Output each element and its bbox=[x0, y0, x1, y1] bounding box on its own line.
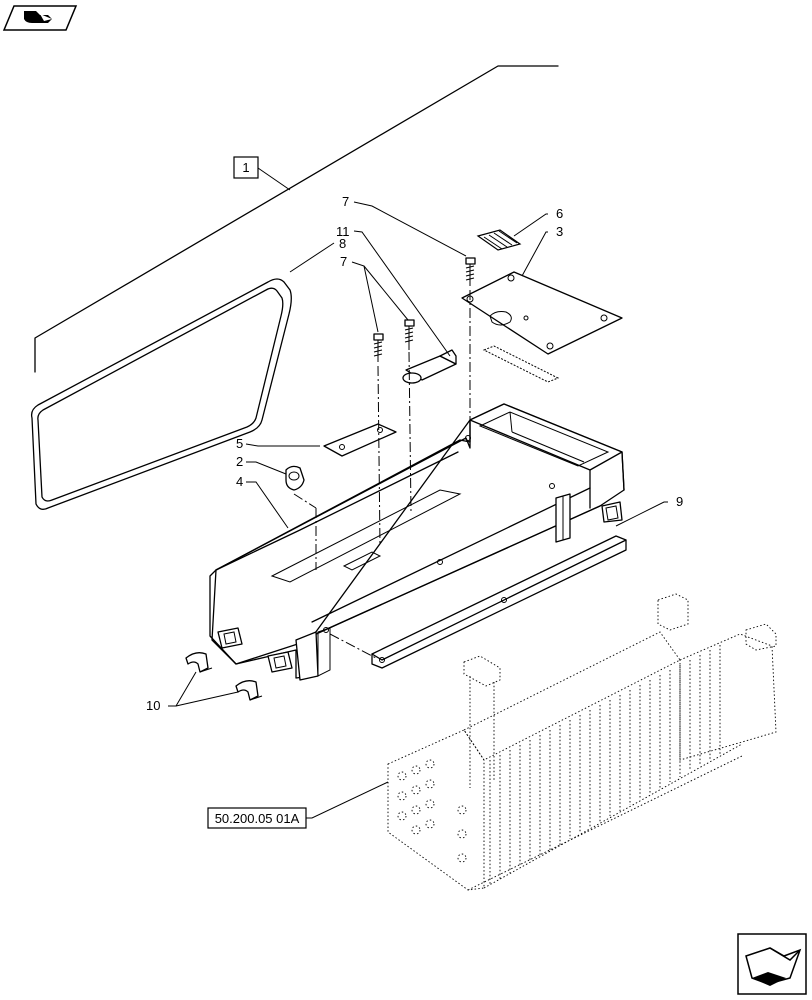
callout-10: 10 bbox=[146, 698, 160, 713]
callout-5: 5 bbox=[236, 436, 243, 451]
callout-11: 11 bbox=[336, 224, 350, 239]
heater-tube-holes bbox=[397, 759, 467, 863]
next-page-arrow-icon[interactable] bbox=[737, 933, 807, 995]
foam-strip bbox=[482, 345, 560, 383]
label-plate bbox=[476, 229, 522, 251]
window-seal bbox=[30, 278, 292, 510]
heater-core bbox=[387, 593, 777, 891]
callout-9: 9 bbox=[676, 494, 683, 509]
callout-1-box: 1 bbox=[233, 156, 259, 179]
reference-label: 50.200.05 01A bbox=[215, 811, 300, 826]
clip-2 bbox=[235, 680, 263, 701]
leader-lines bbox=[168, 167, 668, 819]
callout-8: 8 bbox=[339, 236, 346, 251]
clip-1 bbox=[185, 652, 213, 673]
assembly-lines bbox=[293, 290, 471, 659]
callout-7-left: 7 bbox=[340, 254, 347, 269]
callout-6: 6 bbox=[556, 206, 563, 221]
screw-right bbox=[404, 319, 415, 350]
callout-7-top: 7 bbox=[342, 194, 349, 209]
mounting-plate bbox=[323, 423, 397, 457]
housing-foot-3 bbox=[601, 501, 623, 523]
callout-4: 4 bbox=[236, 474, 243, 489]
grommet bbox=[285, 465, 305, 491]
cover-plate bbox=[461, 271, 623, 355]
reference-link[interactable]: 50.200.05 01A bbox=[207, 807, 307, 829]
cab-reference-line bbox=[34, 65, 559, 373]
housing-foot-1 bbox=[217, 627, 243, 649]
side-rail bbox=[371, 535, 627, 669]
callout-2: 2 bbox=[236, 454, 243, 469]
heater-fins bbox=[489, 645, 721, 884]
housing bbox=[209, 403, 625, 681]
callout-1: 1 bbox=[242, 160, 249, 175]
tractor-book-icon[interactable] bbox=[2, 5, 78, 31]
housing-foot-2 bbox=[267, 651, 293, 673]
screw-top bbox=[465, 257, 476, 286]
callout-3: 3 bbox=[556, 224, 563, 239]
sensor bbox=[402, 349, 457, 384]
screw-left bbox=[373, 333, 384, 362]
